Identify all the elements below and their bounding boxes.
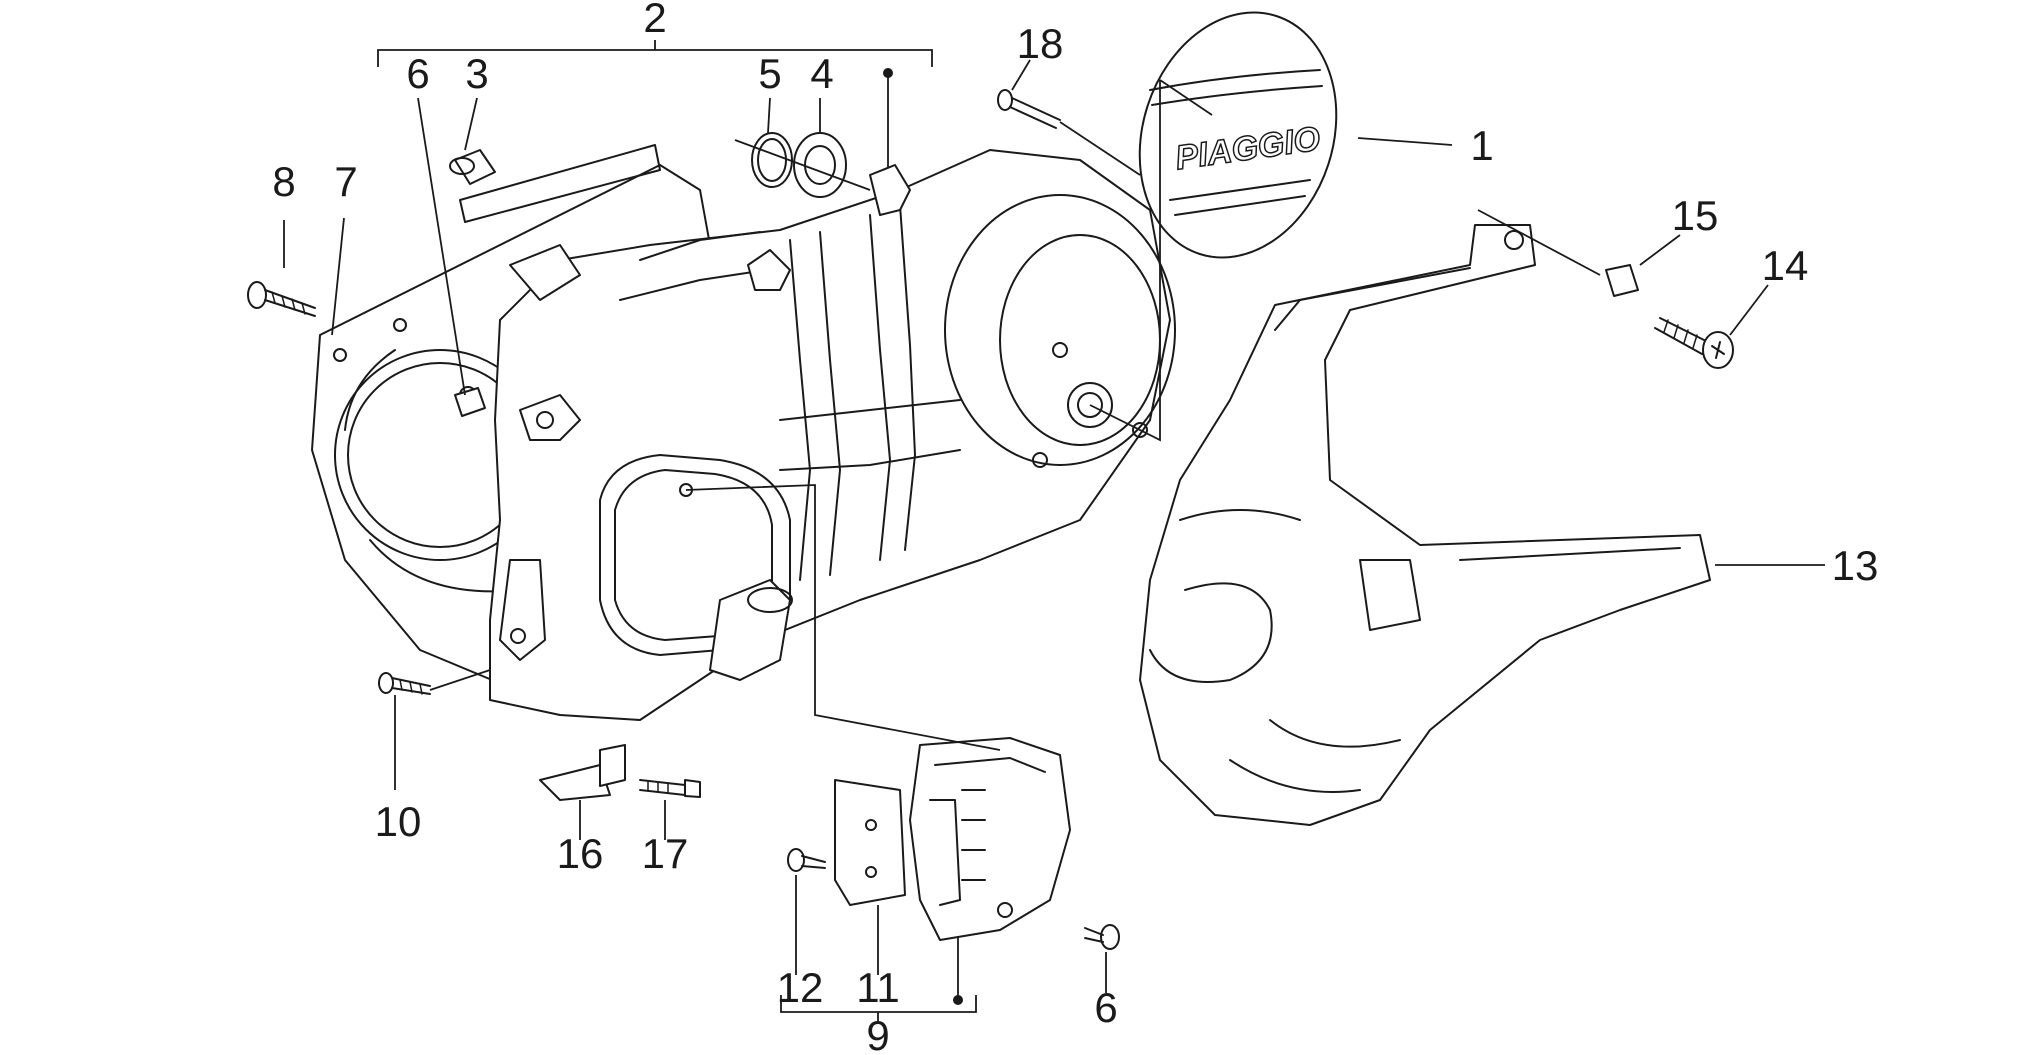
piaggio-badge-cover: PIAGGIO <box>1138 11 1338 259</box>
callout-5: 5 <box>758 50 781 97</box>
callout-17: 17 <box>642 830 689 877</box>
screw-8 <box>247 281 316 317</box>
callout-4: 4 <box>810 50 833 97</box>
circlip <box>751 132 793 188</box>
screw-10 <box>378 672 431 695</box>
callout-9: 9 <box>866 1012 889 1055</box>
leader-lines <box>283 59 1825 993</box>
transmission-cover <box>489 149 1176 721</box>
air-duct <box>1139 224 1711 826</box>
callout-8: 8 <box>272 158 295 205</box>
bracket-16 <box>539 744 626 801</box>
callout-13: 13 <box>1832 542 1879 589</box>
callout-11: 11 <box>856 964 900 1011</box>
callout-3: 3 <box>465 50 488 97</box>
group-bracket-2 <box>377 40 933 180</box>
screw-14 <box>1654 317 1734 369</box>
bushing <box>449 149 496 185</box>
callout-15: 15 <box>1672 192 1719 239</box>
callout-6-lower: 6 <box>1094 984 1117 1031</box>
dowel-pin <box>454 387 486 417</box>
screw-6-lower <box>1084 924 1120 950</box>
callout-14: 14 <box>1762 242 1809 289</box>
bolt-17 <box>639 779 701 798</box>
clip-nut <box>1605 264 1639 297</box>
callout-12: 12 <box>777 964 824 1011</box>
callout-2: 2 <box>643 0 666 41</box>
callout-18: 18 <box>1017 20 1064 67</box>
callout-16: 16 <box>557 830 604 877</box>
bolt-18 <box>997 89 1061 129</box>
callout-1: 1 <box>1470 122 1493 169</box>
callout-7: 7 <box>334 158 357 205</box>
screw-12 <box>787 848 826 872</box>
callout-labels: 2 6 3 5 4 18 1 8 7 15 14 13 10 16 17 12 … <box>272 0 1878 1055</box>
callout-10: 10 <box>375 798 422 845</box>
gasket-plate <box>834 779 906 906</box>
intake-cover <box>909 737 1071 941</box>
callout-6-upper: 6 <box>406 50 429 97</box>
